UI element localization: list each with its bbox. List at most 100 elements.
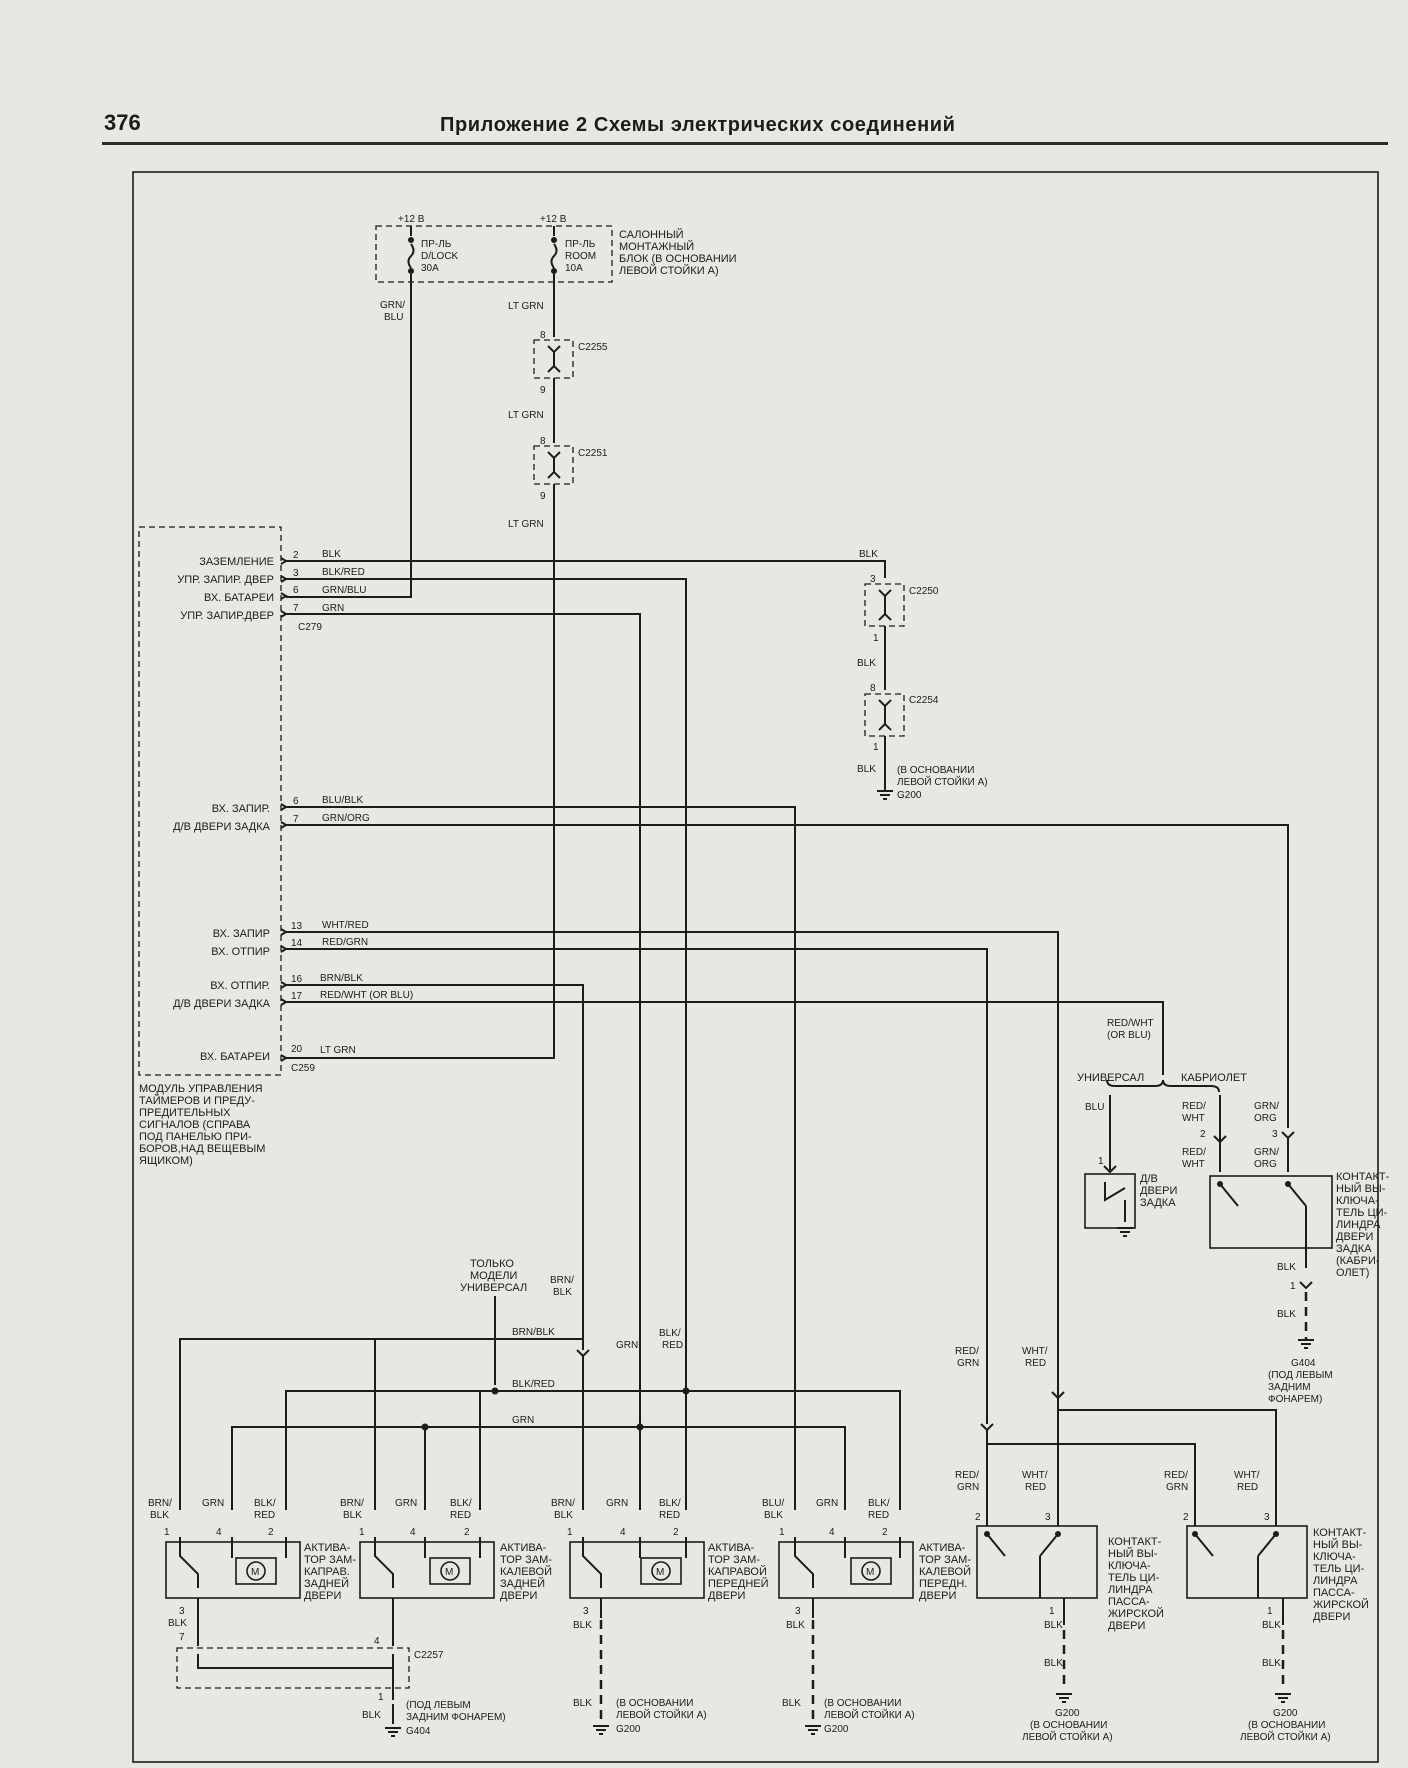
svg-text:GRN: GRN <box>616 1340 638 1351</box>
svg-text:RED: RED <box>662 1340 683 1351</box>
svg-text:BLK: BLK <box>150 1510 169 1521</box>
svg-text:1: 1 <box>1290 1281 1296 1292</box>
svg-text:BLU/: BLU/ <box>762 1498 784 1509</box>
fuse2-line3: 10A <box>565 263 583 274</box>
passenger-cylinder-switch-2: 2 3 1 BLK BLK G200 (В ОСНОВАНИИ ЛЕВОЙ СТ… <box>1183 1510 1369 1743</box>
wire-wht-red: WHT/RED <box>286 920 1059 1510</box>
svg-text:BLK: BLK <box>573 1620 592 1631</box>
svg-text:C259: C259 <box>291 1063 315 1074</box>
svg-text:RED: RED <box>868 1510 889 1521</box>
svg-text:BLU/BLK: BLU/BLK <box>322 795 363 806</box>
connector-c2255 <box>533 339 574 379</box>
fuse-room-icon <box>550 243 558 269</box>
svg-text:8: 8 <box>870 683 876 694</box>
svg-text:RED/WHT: RED/WHT <box>1107 1018 1154 1029</box>
svg-text:(В ОСНОВАНИИ: (В ОСНОВАНИИ <box>616 1698 693 1709</box>
svg-text:ДВЕРИ: ДВЕРИ <box>1313 1611 1350 1623</box>
svg-text:GRN: GRN <box>322 603 344 614</box>
svg-text:BLK: BLK <box>764 1510 783 1521</box>
svg-text:M: M <box>656 1567 664 1578</box>
svg-text:BLK: BLK <box>1044 1620 1063 1631</box>
svg-text:ДВЕРИ: ДВЕРИ <box>1108 1620 1145 1632</box>
svg-text:BLK: BLK <box>554 1510 573 1521</box>
svg-text:G200: G200 <box>824 1724 849 1735</box>
svg-text:2: 2 <box>1183 1512 1189 1523</box>
svg-text:WHT: WHT <box>1182 1113 1205 1124</box>
svg-text:1: 1 <box>378 1692 384 1703</box>
fuse-block-label-2: МОНТАЖНЫЙ <box>619 240 694 253</box>
fuse-block-label-1: САЛОННЫЙ <box>619 228 684 241</box>
svg-text:BRN/: BRN/ <box>148 1498 172 1509</box>
actuator-front-right: BRN/ BLK GRN BLK/ RED 1 4 2 M АКТИВА- ТО… <box>551 1498 769 1735</box>
svg-text:GRN: GRN <box>957 1358 979 1369</box>
tailgate-switch <box>1084 1173 1136 1229</box>
svg-text:RED/: RED/ <box>1182 1101 1206 1112</box>
svg-text:ЛЕВОЙ СТОЙКИ А): ЛЕВОЙ СТОЙКИ А) <box>824 1708 915 1721</box>
svg-text:M: M <box>445 1567 453 1578</box>
wire-grn-blu: GRN/ BLU <box>286 274 412 598</box>
svg-text:BLK: BLK <box>857 764 876 775</box>
svg-text:WHT/RED: WHT/RED <box>322 920 369 931</box>
svg-text:ЯЩИКОМ): ЯЩИКОМ) <box>139 1155 193 1167</box>
svg-text:4: 4 <box>829 1527 835 1538</box>
svg-text:C2255: C2255 <box>578 342 608 353</box>
svg-text:GRN/: GRN/ <box>380 300 405 311</box>
header-rule <box>102 142 1388 145</box>
svg-text:LT GRN: LT GRN <box>508 301 544 312</box>
wire-red-grn: RED/GRN <box>286 937 988 1424</box>
svg-text:КОНТАКТ-: КОНТАКТ- <box>1313 1527 1367 1539</box>
svg-text:ЛЕВОЙ СТОЙКИ А): ЛЕВОЙ СТОЙКИ А) <box>1240 1730 1331 1743</box>
svg-text:АКТИВА-: АКТИВА- <box>708 1542 755 1554</box>
svg-text:ЛЕВОЙ СТОЙКИ А): ЛЕВОЙ СТОЙКИ А) <box>897 775 988 788</box>
svg-text:КОНТАКТ-: КОНТАКТ- <box>1336 1171 1390 1183</box>
wire-blk-ground: BLK BLK C2250 3 1 BLK C2254 8 1 BLK (В О… <box>286 549 988 801</box>
svg-text:3: 3 <box>293 568 299 579</box>
svg-text:ТОР ЗАМ-: ТОР ЗАМ- <box>500 1554 552 1566</box>
fuse2-line2: ROOM <box>565 251 596 262</box>
svg-text:1: 1 <box>873 742 879 753</box>
svg-text:КОНТАКТ-: КОНТАКТ- <box>1108 1536 1162 1548</box>
svg-text:ЛЕВОЙ СТОЙКИ А): ЛЕВОЙ СТОЙКИ А) <box>1022 1730 1113 1743</box>
svg-text:LT GRN: LT GRN <box>508 410 544 421</box>
ground-icon <box>385 1727 401 1737</box>
svg-text:ТОЛЬКО: ТОЛЬКО <box>470 1258 514 1270</box>
svg-text:7: 7 <box>179 1632 185 1643</box>
svg-text:RED: RED <box>1237 1482 1258 1493</box>
svg-text:ТАЙМЕРОВ И ПРЕДУ-: ТАЙМЕРОВ И ПРЕДУ- <box>139 1094 255 1107</box>
svg-text:3: 3 <box>179 1606 185 1617</box>
svg-text:3: 3 <box>870 574 876 585</box>
svg-text:ДВЕРИ: ДВЕРИ <box>919 1590 956 1602</box>
svg-text:WHT/: WHT/ <box>1234 1470 1260 1481</box>
svg-text:ВХ. БАТАРЕИ: ВХ. БАТАРЕИ <box>204 592 274 604</box>
module-outline <box>138 526 282 1076</box>
connector-c2251 <box>533 445 574 485</box>
svg-text:ТЕЛЬ ЦИ-: ТЕЛЬ ЦИ- <box>1336 1207 1388 1219</box>
svg-text:RED: RED <box>1025 1482 1046 1493</box>
svg-text:8: 8 <box>540 436 546 447</box>
fuse-block-label-4: ЛЕВОЙ СТОЙКИ А) <box>619 264 719 277</box>
svg-text:ТОР ЗАМ-: ТОР ЗАМ- <box>304 1554 356 1566</box>
svg-text:3: 3 <box>795 1606 801 1617</box>
svg-text:BLK: BLK <box>857 658 876 669</box>
svg-text:ЗАЗЕМЛЕНИЕ: ЗАЗЕМЛЕНИЕ <box>199 556 274 568</box>
svg-text:(В ОСНОВАНИИ: (В ОСНОВАНИИ <box>1248 1720 1325 1731</box>
svg-text:ТЕЛЬ ЦИ-: ТЕЛЬ ЦИ- <box>1313 1563 1365 1575</box>
svg-text:(В ОСНОВАНИИ: (В ОСНОВАНИИ <box>1030 1720 1107 1731</box>
svg-text:BRN/BLK: BRN/BLK <box>320 973 363 984</box>
svg-text:RED: RED <box>450 1510 471 1521</box>
svg-text:ВХ. БАТАРЕИ: ВХ. БАТАРЕИ <box>200 1051 270 1063</box>
svg-text:RED/: RED/ <box>955 1470 979 1481</box>
svg-text:ДВЕРИ: ДВЕРИ <box>1140 1185 1177 1197</box>
svg-text:GRN: GRN <box>606 1498 628 1509</box>
motor-icon <box>861 1561 881 1581</box>
svg-text:ЛЕВОЙ СТОЙКИ А): ЛЕВОЙ СТОЙКИ А) <box>616 1708 707 1721</box>
svg-text:4: 4 <box>410 1527 416 1538</box>
svg-text:АКТИВА-: АКТИВА- <box>500 1542 547 1554</box>
svg-text:ТЕЛЬ ЦИ-: ТЕЛЬ ЦИ- <box>1108 1572 1160 1584</box>
svg-text:1: 1 <box>779 1527 785 1538</box>
svg-text:2: 2 <box>882 1527 888 1538</box>
svg-text:G200: G200 <box>1055 1708 1080 1719</box>
svg-text:BLK: BLK <box>362 1710 381 1721</box>
page-number: 376 <box>104 110 141 135</box>
